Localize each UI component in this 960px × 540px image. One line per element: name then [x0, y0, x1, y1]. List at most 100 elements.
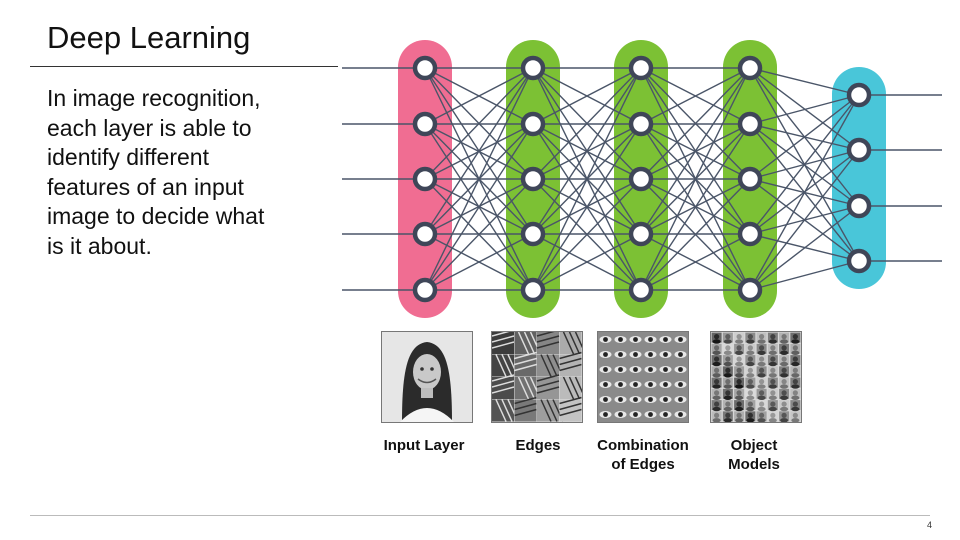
edge-stroke	[514, 363, 537, 372]
layer-band	[832, 67, 886, 289]
eye-pupil	[678, 352, 683, 357]
face-head	[725, 334, 731, 340]
edge-patch	[559, 332, 582, 354]
eye-pupil	[603, 412, 608, 417]
face-head	[725, 401, 731, 407]
eye-pupil	[603, 367, 608, 372]
connection-edge	[424, 67, 534, 235]
connection-edge	[640, 67, 751, 180]
face-head	[747, 356, 753, 362]
edge-stroke	[517, 332, 530, 355]
eye-pupil	[618, 367, 623, 372]
face-head	[781, 345, 787, 351]
face-shoulders	[791, 395, 800, 401]
face-shoulders	[735, 384, 744, 389]
network-node	[737, 166, 763, 192]
face-head	[770, 401, 776, 407]
face-head	[781, 401, 787, 407]
connection-edge	[424, 178, 534, 291]
edge-patch	[492, 399, 514, 422]
face-shoulders	[791, 339, 800, 344]
edge-stroke	[492, 332, 510, 337]
network-node	[520, 221, 546, 247]
network-node	[628, 111, 654, 137]
body-paragraph: In image recognition, each layer is able…	[47, 84, 307, 261]
edge-stroke	[574, 332, 582, 349]
face-head	[725, 367, 731, 373]
edge-stroke	[540, 354, 552, 377]
connection-edge	[424, 67, 534, 291]
face-head	[736, 334, 742, 340]
edge-patch	[514, 332, 537, 354]
connection-edge	[640, 67, 751, 125]
face-head	[770, 412, 776, 418]
edge-stroke	[514, 402, 537, 411]
face-shoulders	[768, 395, 777, 401]
slide-title: Deep Learning	[47, 20, 251, 55]
edge-stroke	[568, 332, 581, 355]
network-node	[412, 111, 438, 137]
connection-edge	[749, 94, 860, 180]
face-shoulders	[768, 350, 777, 356]
face-shoulders	[723, 339, 732, 344]
face-shoulders	[723, 350, 732, 356]
face-head	[736, 379, 742, 385]
face-head	[747, 345, 753, 351]
face-head	[725, 412, 731, 418]
edge-stroke	[546, 399, 558, 422]
edge-stroke	[536, 380, 560, 388]
face-shoulders	[791, 384, 800, 389]
face-shoulders	[735, 418, 744, 422]
face-shoulders	[723, 406, 732, 412]
eye-pupil	[663, 337, 668, 342]
eye-pupil	[648, 412, 653, 417]
eye-pupil	[663, 412, 668, 417]
face-shoulders	[780, 418, 789, 422]
face-head	[792, 390, 798, 396]
connection-edge	[749, 94, 860, 125]
edge-stroke	[495, 399, 507, 422]
face-head	[759, 356, 765, 362]
edge-stroke	[540, 399, 552, 422]
face-head	[714, 379, 720, 385]
connection-edge	[749, 94, 860, 291]
edge-stroke	[536, 332, 555, 337]
faces-grid	[711, 332, 801, 422]
eye-pupil	[633, 412, 638, 417]
connection-edge	[424, 233, 534, 291]
edge-stroke	[514, 357, 537, 366]
network-node	[846, 248, 872, 274]
face-head	[714, 390, 720, 396]
connection-edge	[532, 67, 642, 180]
face-head	[736, 345, 742, 351]
face-head	[781, 356, 787, 362]
face-shoulders	[780, 373, 789, 378]
face-shoulders	[746, 339, 755, 344]
face-shoulders	[768, 406, 777, 412]
edge-stroke	[559, 396, 582, 405]
face-shoulders	[723, 395, 732, 401]
face-shoulders	[746, 395, 755, 401]
eye-pupil	[603, 382, 608, 387]
eye-pupil	[648, 397, 653, 402]
face-shoulders	[757, 350, 766, 356]
face-head	[781, 334, 787, 340]
edge-stroke	[568, 376, 581, 400]
connection-edge	[749, 205, 860, 291]
face-head	[736, 356, 742, 362]
face-shoulders	[768, 361, 777, 367]
edge-stroke	[559, 357, 582, 366]
face-head	[759, 401, 765, 407]
eye-pupil	[663, 382, 668, 387]
face-shoulders	[757, 361, 766, 367]
face-shoulders	[768, 418, 777, 422]
face-head	[747, 401, 753, 407]
face-shoulders	[780, 350, 789, 356]
face-shoulders	[746, 384, 755, 389]
face-head	[792, 401, 798, 407]
eye-pupil	[648, 367, 653, 372]
network-node	[520, 55, 546, 81]
face-head	[736, 390, 742, 396]
face-head	[759, 345, 765, 351]
caption-input-layer: Input Layer	[369, 436, 479, 455]
